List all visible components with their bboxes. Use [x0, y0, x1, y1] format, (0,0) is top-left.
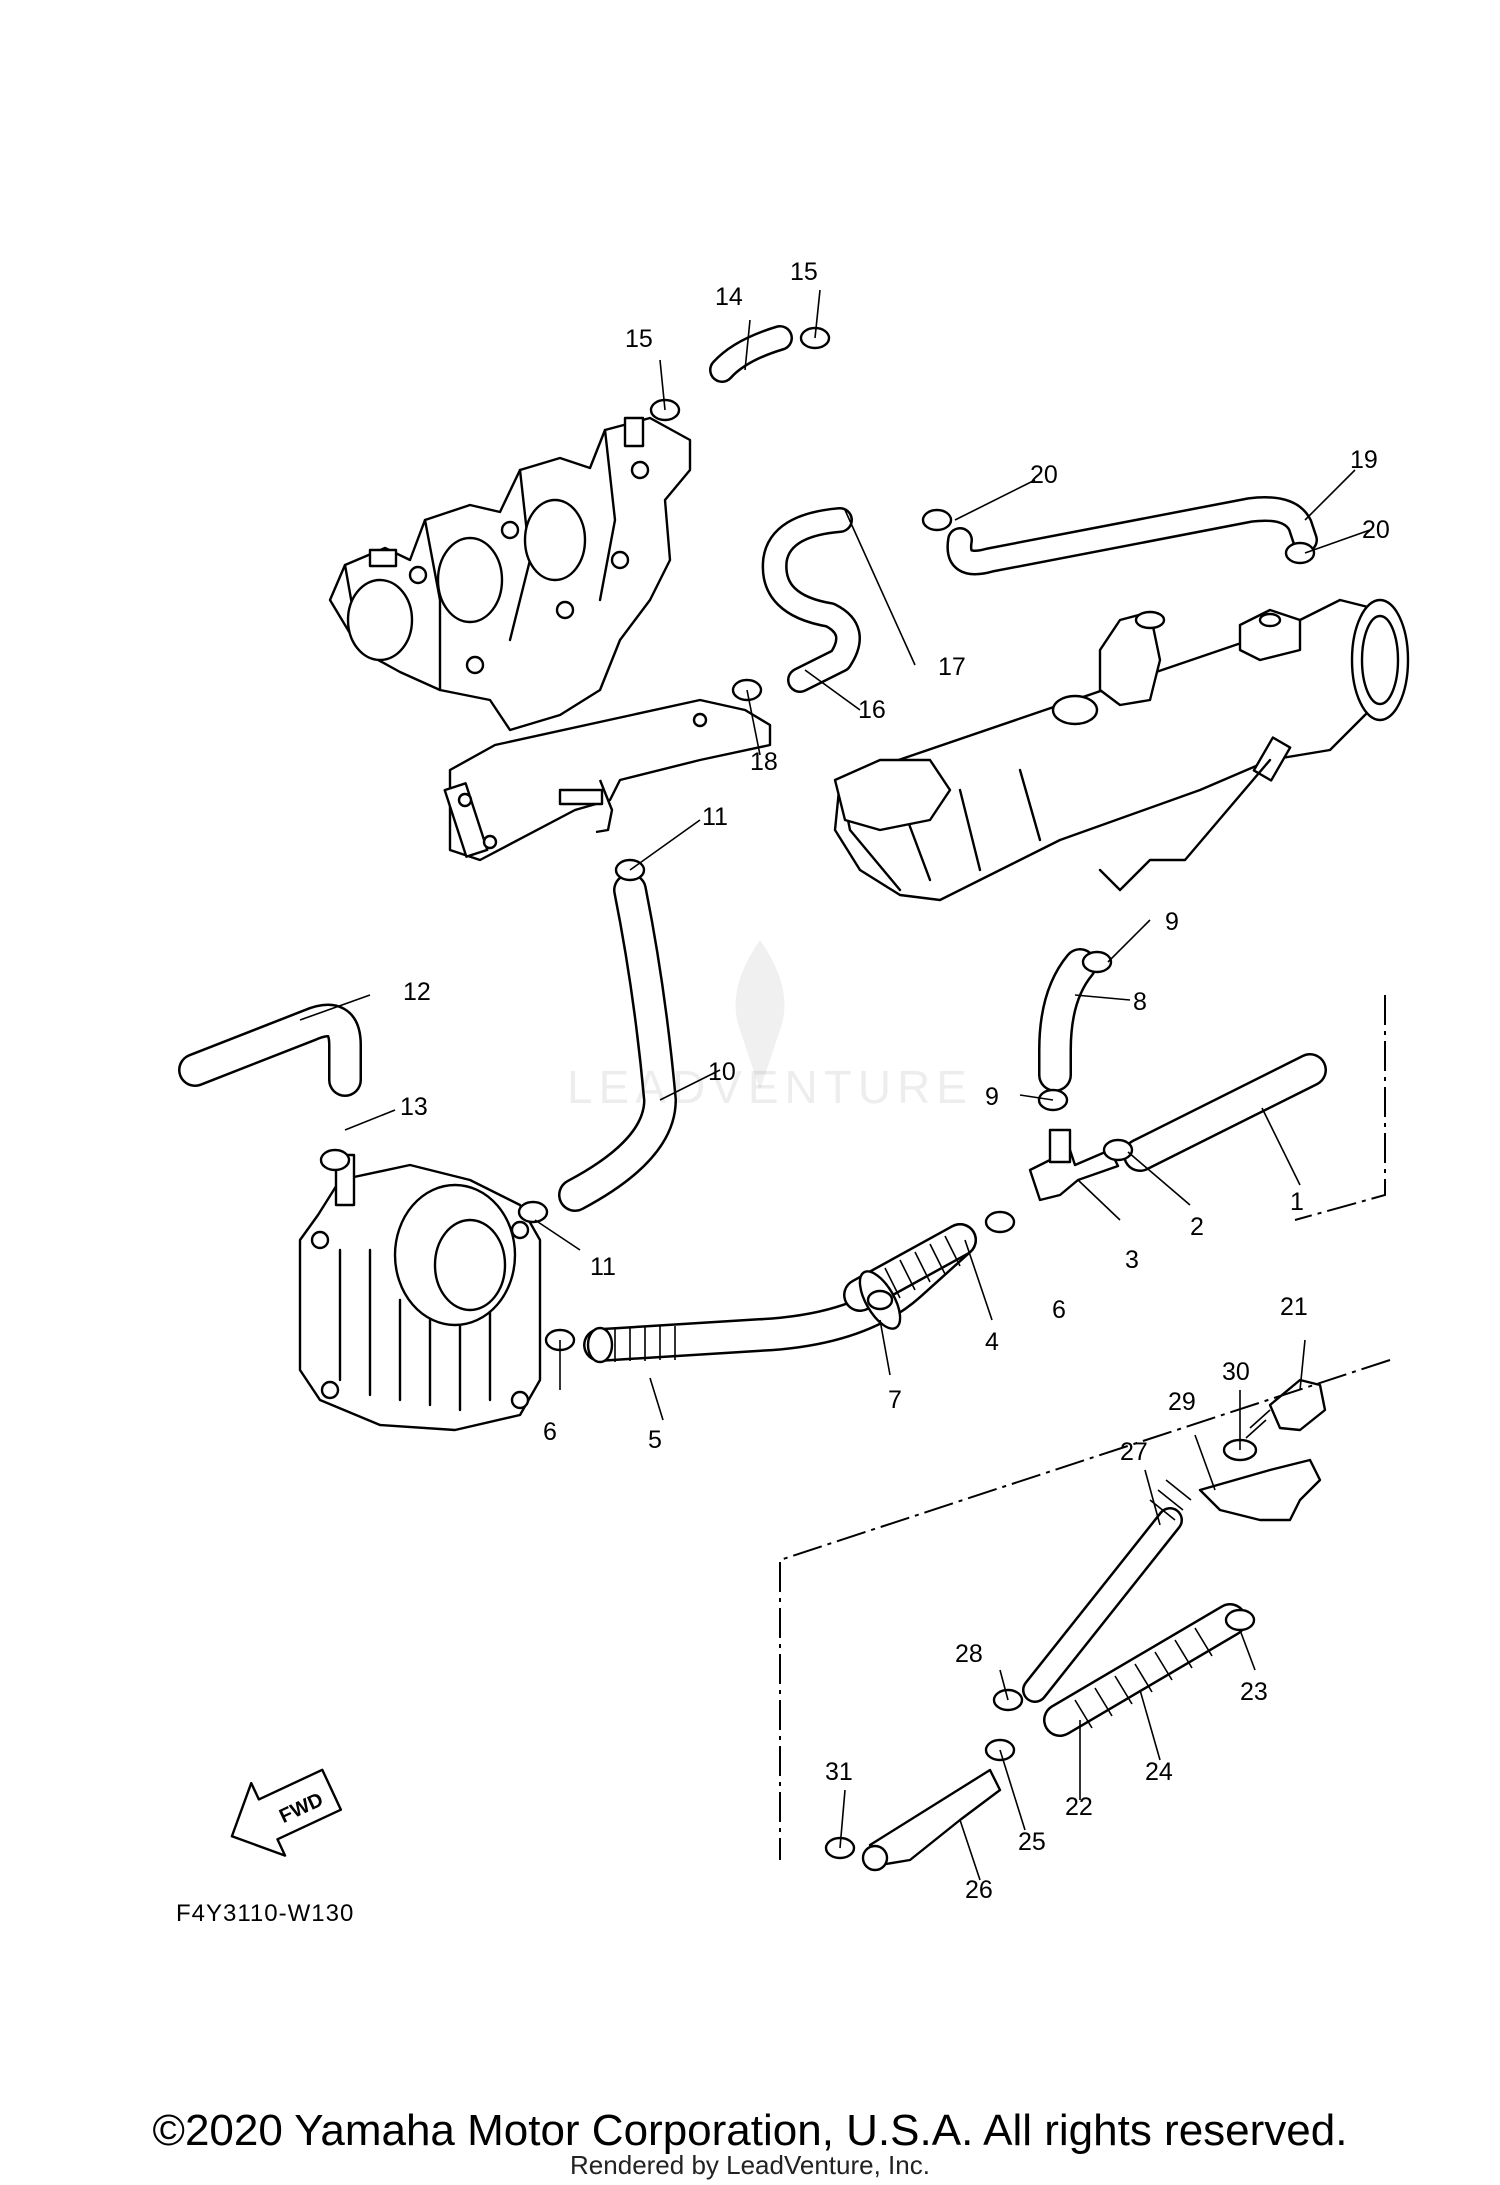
callout-12: 12	[403, 978, 431, 1006]
callout-10: 10	[708, 1058, 736, 1086]
exhaust-pipe	[443, 698, 772, 862]
callout-9b: 9	[985, 1083, 999, 1111]
callout-30: 30	[1222, 1358, 1250, 1386]
copyright-notice: ©2020 Yamaha Motor Corporation, U.S.A. A…	[152, 2106, 1348, 2155]
callout-7: 7	[888, 1386, 902, 1414]
callout-31: 31	[825, 1758, 853, 1786]
callout-11a: 11	[702, 803, 728, 831]
callout-6b: 6	[543, 1418, 557, 1446]
watermark: LEADVENTURE	[567, 1061, 973, 1113]
callout-1: 1	[1290, 1188, 1304, 1216]
callout-4: 4	[985, 1328, 999, 1356]
callout-5: 5	[648, 1426, 662, 1454]
callout-11b: 11	[590, 1253, 616, 1281]
callout-29: 29	[1168, 1388, 1196, 1416]
callout-25: 25	[1018, 1828, 1046, 1856]
muffler-assembly	[833, 598, 1410, 902]
callout-20a: 20	[1030, 461, 1058, 489]
callout-24: 24	[1145, 1758, 1173, 1786]
callout-9a: 9	[1165, 908, 1179, 936]
corrugated-hose-5	[586, 1326, 676, 1364]
callout-15a: 15	[790, 258, 818, 286]
fwd-arrow-icon: FWD	[230, 1768, 343, 1857]
callout-16: 16	[858, 696, 886, 724]
figure-code: F4Y3110-W130	[176, 1900, 355, 1927]
callout-23: 23	[1240, 1678, 1268, 1706]
tee-fitting-3	[1028, 1148, 1120, 1202]
callout-8: 8	[1133, 988, 1147, 1016]
callout-28: 28	[955, 1640, 983, 1668]
callout-21: 21	[1280, 1293, 1308, 1321]
leader-lines	[299, 289, 1371, 1881]
callout-6a: 6	[1052, 1296, 1066, 1324]
separator-housing	[298, 1153, 542, 1432]
callout-3: 3	[1125, 1246, 1139, 1274]
callout-18: 18	[750, 748, 778, 776]
callout-27: 27	[1120, 1438, 1148, 1466]
fitting-26	[868, 1768, 1002, 1867]
callout-14: 14	[715, 283, 743, 311]
callout-2: 2	[1190, 1213, 1204, 1241]
corrugated-hose-7	[843, 1223, 977, 1330]
callout-labels: 1 2 3 4 5 6 6 7 8 9 9 10 11 11 12 13 14 …	[400, 258, 1390, 1904]
callout-17: 17	[938, 653, 966, 681]
callout-22: 22	[1065, 1793, 1093, 1821]
callout-15b: 15	[625, 325, 653, 353]
callout-19: 19	[1350, 446, 1378, 474]
fitting-21	[1268, 1378, 1327, 1432]
callout-26: 26	[965, 1876, 993, 1904]
boundary-lines	[779, 995, 1391, 1860]
callout-20b: 20	[1362, 516, 1390, 544]
bracket-29	[1198, 1458, 1322, 1522]
render-note: Rendered by LeadVenture, Inc.	[570, 2150, 930, 2180]
exhaust-manifold	[328, 416, 692, 732]
clamps	[319, 326, 1316, 1860]
watermark-logo-icon	[735, 940, 785, 1090]
callout-13: 13	[400, 1093, 428, 1121]
